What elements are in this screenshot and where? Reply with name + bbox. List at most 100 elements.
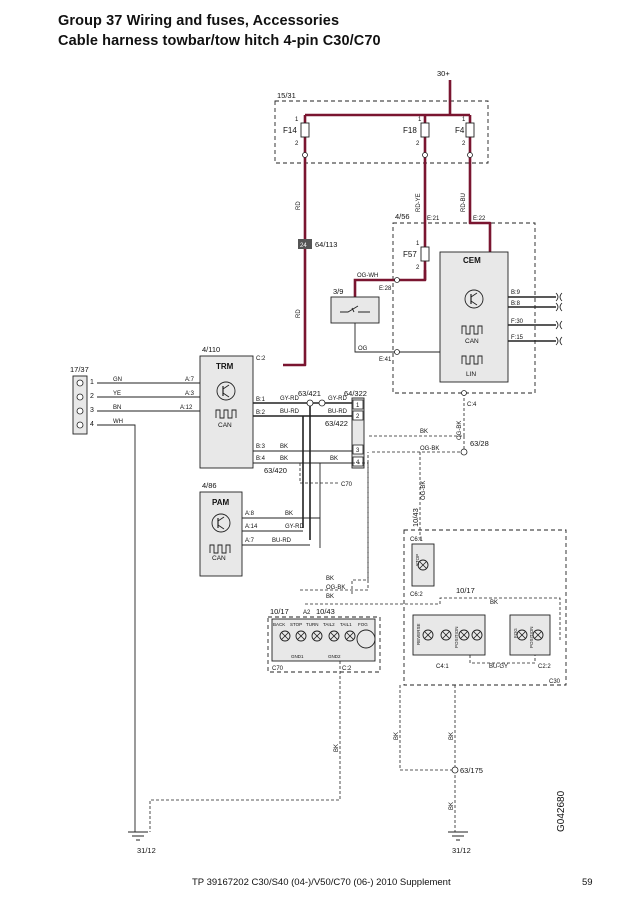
label-b1: B:1 — [256, 397, 266, 403]
pin-2-f14: 2 — [295, 141, 299, 147]
wire-label-bk-g4: BK — [449, 802, 455, 810]
wire-label-bu-rd-pam: BU-RD — [272, 538, 292, 544]
wire-label-bu-gy: BU-GY — [489, 664, 508, 670]
label-a7-pam: A:7 — [245, 538, 255, 544]
wire-label-bk-3: BK — [330, 456, 338, 462]
label-tail1: TAIL1 — [340, 622, 352, 627]
label-c4-1: C4:1 — [436, 664, 449, 670]
label-back: BACK — [273, 622, 285, 627]
pin-1-f18: 1 — [418, 117, 422, 123]
wire-label-bk-1: BK — [280, 444, 288, 450]
wire-wh — [97, 424, 136, 832]
label-f14: F14 — [283, 126, 297, 135]
c70-light-cluster — [271, 618, 376, 662]
wire-label-bk-g1: BK — [334, 744, 340, 752]
label-c-2: C:2 — [342, 666, 352, 672]
trm-module — [199, 355, 254, 469]
wire-label-bk-5: BK — [326, 576, 334, 582]
label-e22: E:22 — [473, 216, 486, 222]
pin-1-f57: 1 — [416, 241, 420, 247]
pin-label-3: 3 — [90, 407, 94, 414]
label-trm: TRM — [216, 362, 234, 371]
label-pam: PAM — [212, 498, 230, 507]
wire-label-og: OG — [358, 346, 368, 352]
label-cem-can: CAN — [465, 338, 479, 345]
wire-label-bk-2: BK — [280, 456, 288, 462]
cem-box — [392, 222, 536, 394]
label-f30: F:30 — [511, 319, 524, 325]
pin-2-f4: 2 — [462, 141, 466, 147]
wire-label-bu-rd-1: BU-RD — [280, 409, 300, 415]
label-63-420: 63/420 — [264, 466, 287, 475]
connector-17-37 — [72, 375, 88, 435]
label-a8: A:8 — [245, 511, 255, 517]
page-subtitle: Cable harness towbar/tow hitch 4-pin C30… — [58, 33, 381, 49]
label-10-43: 10/43 — [316, 607, 335, 616]
label-63-175: 63/175 — [460, 766, 483, 775]
label-e28: E:28 — [379, 286, 392, 292]
label-63-421: 63/421 — [298, 389, 321, 398]
pin-label-1: 1 — [90, 379, 94, 386]
wire-label-bk-g2: BK — [394, 732, 400, 740]
c64-pin-2: 2 — [356, 414, 360, 420]
label-a3: A:3 — [185, 391, 195, 397]
label-c70: C70 — [341, 482, 353, 488]
fuse-f18 — [420, 122, 430, 138]
wire-label-bn: BN — [113, 405, 121, 411]
label-4-86: 4/86 — [202, 481, 217, 490]
fuse-f14 — [300, 122, 310, 138]
wire-label-gy-rd-1: GY-RD — [280, 396, 299, 402]
label-b9: B:9 — [511, 290, 521, 296]
label-4-110: 4/110 — [202, 345, 220, 354]
label-4-56: 4/56 — [395, 212, 410, 221]
c64-pin-1: 1 — [356, 403, 360, 409]
wire-label-bk-pam: BK — [285, 511, 293, 517]
label-fog-c30: FOG — [513, 628, 518, 638]
label-stop: STOP — [415, 554, 420, 566]
label-30plus: 30+ — [437, 69, 450, 78]
page-number: 59 — [582, 877, 593, 888]
wire-label-bk-7: BK — [490, 600, 498, 606]
label-b3: B:3 — [256, 444, 266, 450]
wire-label-og-bk-4: OG-BK — [326, 585, 345, 591]
c30-light-box — [403, 529, 567, 686]
label-f15: F:15 — [511, 335, 524, 341]
label-31-12-left: 31/12 — [137, 846, 156, 855]
label-f18: F18 — [403, 126, 417, 135]
wire-label-rd-2: RD — [296, 309, 302, 318]
label-a7: A:7 — [185, 377, 195, 383]
label-c70-bottom: C70 — [272, 666, 284, 672]
label-10-43-v: 10/43 — [411, 508, 420, 527]
label-24: 24 — [300, 243, 307, 249]
wire-label-gy-rd-2: GY-RD — [328, 396, 347, 402]
pin-label-2: 2 — [90, 393, 94, 400]
label-cem: CEM — [463, 256, 481, 265]
label-a2: A2 — [303, 610, 311, 616]
pin-2-f18: 2 — [416, 141, 420, 147]
pin-1-f14: 1 — [295, 117, 299, 123]
power-wire-30-bus — [305, 80, 470, 117]
label-c2: C:2 — [256, 356, 266, 362]
wire-label-rd-ye: RD-YE — [416, 193, 422, 212]
label-a14: A:14 — [245, 524, 258, 530]
label-c4: C:4 — [467, 402, 477, 408]
wire-label-bu-rd-2: BU-RD — [328, 409, 348, 415]
wire-label-rd-bu: RD-BU — [461, 193, 467, 212]
label-b2: B:2 — [256, 410, 266, 416]
wire-label-og-wh: OG-WH — [357, 273, 378, 279]
label-fog: FOG — [358, 622, 368, 627]
label-reverse: REVERSE — [416, 623, 421, 645]
footer-text: TP 39167202 C30/S40 (04-)/V50/C70 (06-) … — [192, 877, 451, 888]
c30-light-cluster-1 — [412, 614, 486, 656]
wire-label-bk-g3: BK — [449, 732, 455, 740]
document-id: G042680 — [556, 790, 567, 832]
label-a12: A:12 — [180, 405, 193, 411]
fuse-box-1531 — [274, 100, 489, 164]
power-wire-f14 — [283, 115, 307, 367]
label-e41: E:41 — [379, 357, 392, 363]
label-trm-can: CAN — [218, 422, 232, 429]
c70-light-box — [267, 616, 381, 673]
fuse-f4 — [465, 122, 475, 138]
label-63-422: 63/422 — [325, 419, 348, 428]
label-10-17-c30: 10/17 — [456, 586, 475, 595]
